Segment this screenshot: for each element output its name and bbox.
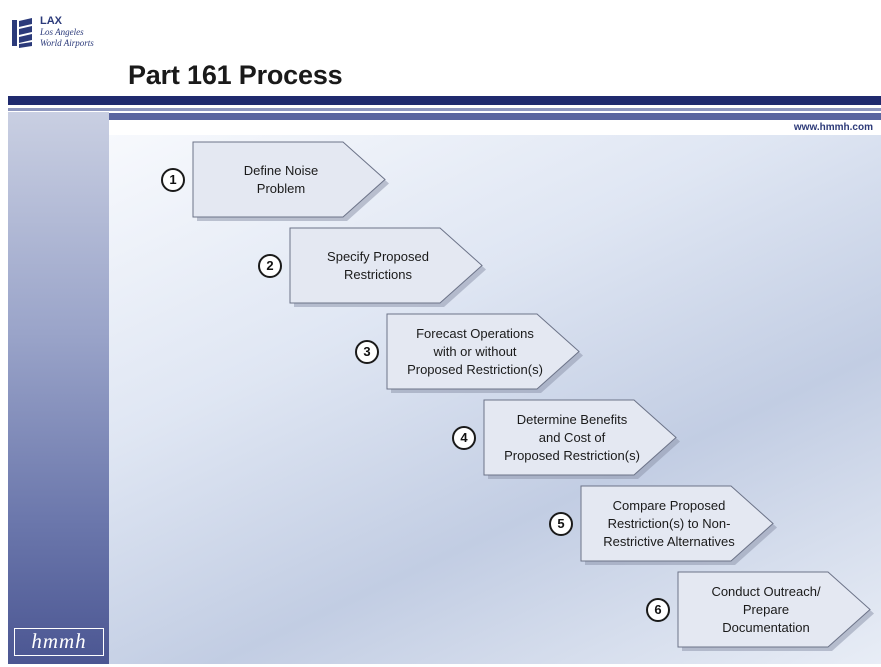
logo-text: LAX Los Angeles World Airports	[40, 16, 94, 49]
step-label-line: Restrictions	[344, 266, 412, 282]
logo-line2: World Airports	[40, 38, 94, 48]
sidebar	[8, 112, 109, 664]
step-label-line: Restrictive Alternatives	[603, 533, 735, 549]
step-label-line: and Cost of	[538, 429, 606, 445]
website-url: www.hmmh.com	[793, 122, 873, 133]
step-number-badge: 4	[452, 425, 476, 450]
step-arrow-shape	[386, 313, 583, 393]
step-arrow-shape	[677, 571, 874, 651]
step-arrow-body	[483, 399, 677, 476]
step-number-badge: 3	[355, 339, 379, 364]
step-label-line: Problem	[256, 180, 306, 196]
step-arrow-body	[192, 141, 386, 218]
page-title: Part 161 Process	[128, 60, 343, 90]
step-arrow-body	[386, 313, 580, 390]
step-arrow-shape	[289, 227, 486, 307]
step-label-line: Restriction(s) to Non-	[607, 515, 731, 531]
step-label-line: Proposed Restriction(s)	[407, 361, 543, 377]
step-arrow-body	[677, 571, 871, 648]
header-band-light	[8, 108, 881, 111]
header-band-mid	[8, 113, 881, 120]
step-label-line: Documentation	[722, 619, 810, 635]
logo-line1: Los Angeles	[40, 27, 84, 37]
step-label-line: Prepare	[742, 601, 790, 617]
step-number-badge: 2	[258, 253, 282, 278]
step-label-line: Define Noise	[243, 162, 319, 178]
step-number-badge: 5	[549, 511, 573, 536]
step-label-line: with or without	[433, 343, 517, 359]
step-number-badge: 1	[161, 167, 185, 192]
lax-logo: LAX Los Angeles World Airports	[12, 14, 104, 60]
step-arrow-shape	[483, 399, 680, 479]
step-label-line: Forecast Operations	[416, 325, 534, 341]
step-label-line: Compare Proposed	[612, 497, 726, 513]
step-label-line: Proposed Restriction(s)	[504, 447, 640, 463]
step-number-badge: 6	[646, 597, 670, 622]
step-arrow-shape	[192, 141, 389, 221]
step-label-line: Determine Benefits	[516, 411, 628, 427]
step-arrow-body	[580, 485, 774, 562]
header-band-dark	[8, 96, 881, 105]
step-label: Determine Benefits and Cost of Proposed Re…	[492, 411, 652, 465]
step-arrow-body	[289, 227, 483, 304]
hmmh-logo: hmmh	[14, 628, 104, 656]
logo-lax: LAX	[40, 15, 62, 27]
step-arrow-shape	[580, 485, 777, 565]
step-label-line: Specify Proposed	[327, 248, 429, 264]
lax-wave-icon	[12, 18, 32, 48]
step-label-line: Conduct Outreach/	[711, 583, 821, 599]
